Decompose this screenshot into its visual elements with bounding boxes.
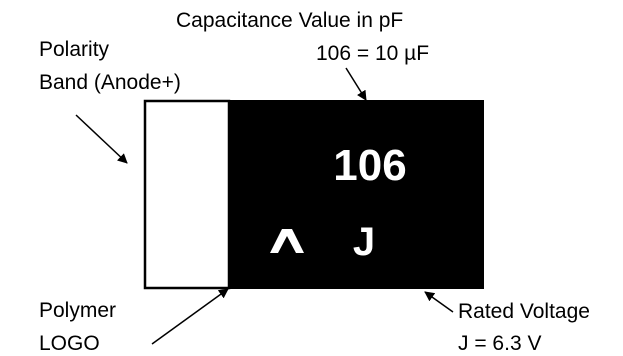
voltage-arrow [424,291,454,313]
polymer-label-line1: Polymer [39,299,116,322]
polarity-arrow [75,114,128,164]
capacitance-title: Capacitance Value in pF [176,9,403,32]
capacitance-arrow [345,67,367,101]
polarity-band [143,99,231,290]
polymer-chevron-icon [270,229,304,253]
capacitor-black-body [228,100,484,289]
polarity-label-line1: Polarity [39,38,110,61]
polymer-label-line2: LOGO [39,332,100,355]
voltage-example: J = 6.3 V [458,332,541,355]
polymer-arrow [151,288,229,345]
polarity-label-line2: Band (Anode+) [39,71,181,94]
capacitance-code: 106 [333,141,406,190]
voltage-code: J [353,220,375,264]
capacitor-body: 106 J [143,99,484,290]
voltage-title: Rated Voltage [458,300,590,323]
capacitance-example: 106 = 10 µF [316,42,429,65]
